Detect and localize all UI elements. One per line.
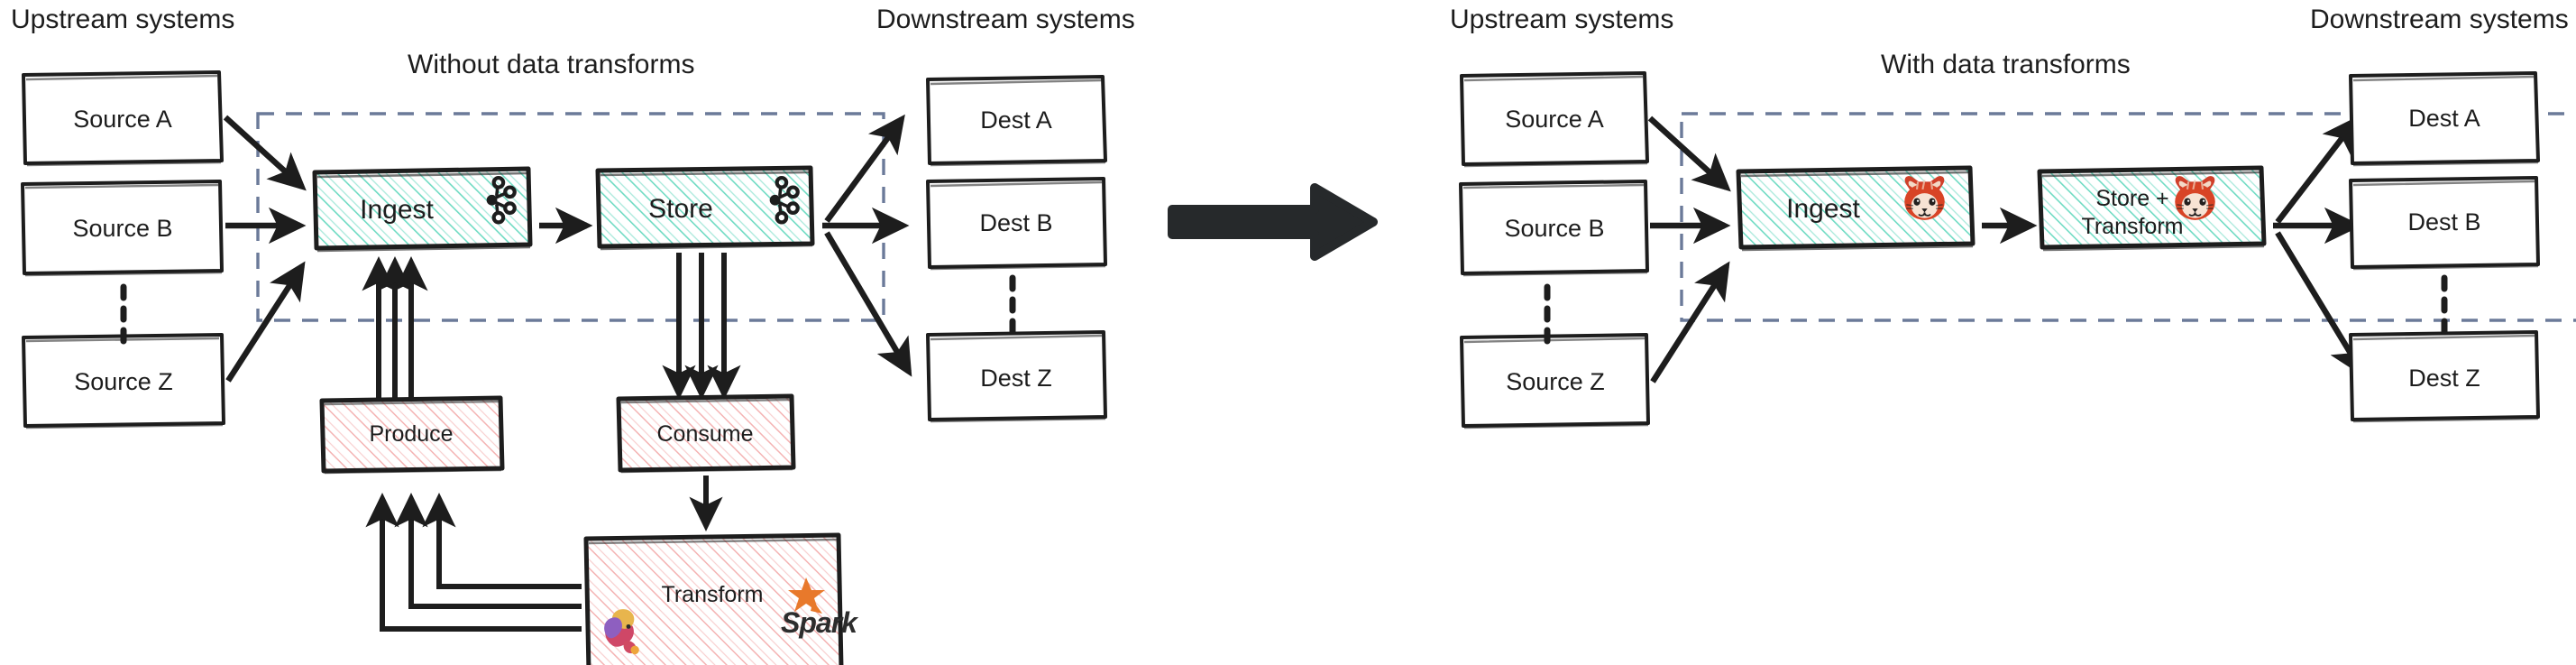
right-dest-a-box[interactable] [2349, 71, 2540, 167]
left-source-a-box[interactable] [22, 70, 224, 167]
redpanda-icon [1904, 176, 1945, 220]
right-source-a-box[interactable] [1460, 71, 1649, 168]
left-arrow-source-a-to-ingest [223, 115, 307, 191]
left-arrow-store-to-dest-z [824, 231, 912, 377]
left-produce-box[interactable] [319, 395, 505, 475]
right-dest-b-box[interactable] [2349, 176, 2540, 271]
redpanda-icon [2175, 176, 2215, 220]
kafka-icon [769, 175, 800, 225]
kafka-icon [486, 175, 517, 225]
right-store-transform-box[interactable] [2037, 165, 2267, 252]
left-dest-b-box[interactable] [926, 177, 1107, 271]
left-source-b-box[interactable] [21, 180, 224, 277]
right-arrow-source-a-to-ingest [1647, 115, 1731, 192]
left-dest-a-box[interactable] [926, 75, 1107, 167]
left-arrow-store-to-dest-a [824, 114, 905, 223]
left-consume-box[interactable] [616, 393, 796, 474]
right-arrow-store-to-dest-z [2275, 231, 2366, 378]
transition-arrow-icon [1168, 183, 1378, 261]
right-platform-boundary [1680, 112, 2576, 322]
left-source-z-box[interactable] [22, 333, 225, 429]
left-ingest-box[interactable] [312, 166, 533, 253]
right-arrow-source-z-to-ingest [1650, 261, 1730, 383]
right-source-b-box[interactable] [1459, 180, 1649, 277]
left-transform-box[interactable] [583, 532, 844, 665]
left-dest-z-box[interactable] [926, 330, 1107, 423]
left-arrow-source-z-to-ingest [225, 261, 306, 383]
left-transform-to-produce-arrows [365, 493, 582, 632]
right-dest-z-box[interactable] [2349, 330, 2540, 423]
right-source-z-box[interactable] [1460, 333, 1650, 429]
left-store-to-consume-arrows [662, 253, 741, 400]
left-store-box[interactable] [595, 165, 815, 251]
flink-icon [604, 609, 639, 655]
left-produce-to-ingest-arrows [362, 256, 428, 400]
spark-icon [788, 577, 825, 614]
right-arrow-store-to-dest-a [2275, 115, 2360, 224]
